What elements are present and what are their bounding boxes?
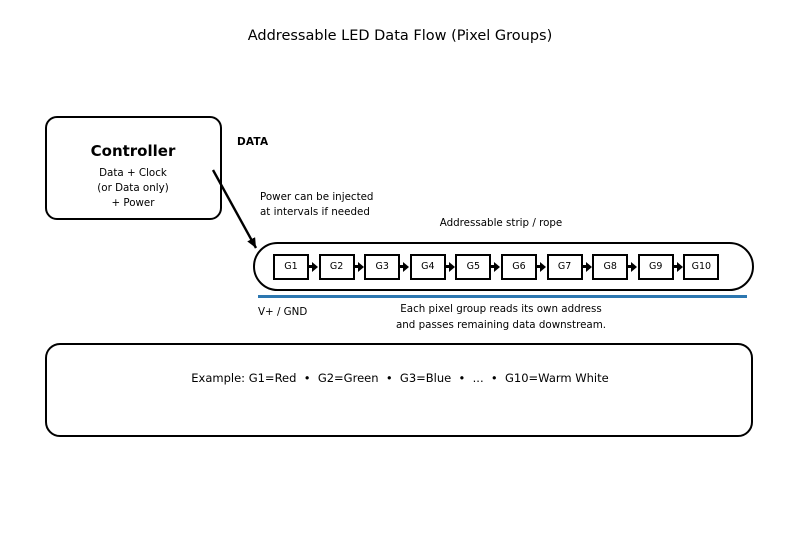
downstream-arrow-icon	[673, 261, 684, 272]
downstream-note-line-1: Each pixel group reads its own address	[400, 303, 602, 315]
example-text: Example: G1=Red • G2=Green • G3=Blue • .…	[191, 371, 609, 385]
controller-line-2: (or Data only)	[97, 182, 169, 194]
pixel-group-box: G9	[637, 253, 674, 280]
page-title: Addressable LED Data Flow (Pixel Groups)	[247, 28, 553, 44]
controller-line-3: + Power	[111, 197, 155, 209]
power-note-line-2: at intervals if needed	[260, 206, 370, 218]
downstream-arrow-icon	[582, 261, 593, 272]
pixel-group-row: G1 G2 G3 G4 G5 G6 G7 G8 G9 G10	[273, 244, 720, 289]
pixel-group-box: G3	[364, 253, 401, 280]
pixel-group-box: G4	[409, 253, 446, 280]
controller-box: Controller Data + Clock (or Data only) +…	[45, 116, 222, 220]
pixel-group-box: G5	[455, 253, 492, 280]
downstream-arrow-icon	[309, 261, 319, 272]
downstream-arrow-icon	[491, 261, 501, 272]
pixel-group-box: G6	[500, 253, 537, 280]
pixel-group-box: G2	[318, 253, 355, 280]
power-rail-line	[258, 295, 747, 298]
downstream-note: Each pixel group reads its own address a…	[251, 302, 751, 334]
downstream-arrow-icon	[400, 261, 410, 272]
example-box	[45, 343, 753, 437]
downstream-arrow-icon	[354, 261, 365, 272]
controller-subtitle: Data + Clock (or Data only) + Power	[47, 166, 219, 211]
downstream-note-line-2: and passes remaining data downstream.	[395, 318, 607, 331]
pixel-group-box: G7	[546, 253, 583, 280]
pixel-group-box: G8	[592, 253, 629, 280]
data-flow-label: DATA	[237, 136, 269, 148]
power-note-line-1: Power can be injected	[260, 191, 374, 203]
strip-label: Addressable strip / rope	[439, 217, 563, 229]
led-strip-box: G1 G2 G3 G4 G5 G6 G7 G8 G9 G10	[253, 242, 754, 291]
power-injection-note: Power can be injected at intervals if ne…	[260, 190, 373, 220]
controller-title: Controller	[90, 142, 176, 160]
downstream-arrow-icon	[445, 261, 456, 272]
downstream-arrow-icon	[536, 261, 547, 272]
pixel-group-box: G1	[273, 253, 309, 280]
downstream-arrow-icon	[628, 261, 638, 272]
pixel-group-box: G10	[683, 253, 720, 280]
power-rail-label: V+ / GND	[258, 306, 308, 318]
controller-line-1: Data + Clock	[99, 167, 167, 179]
